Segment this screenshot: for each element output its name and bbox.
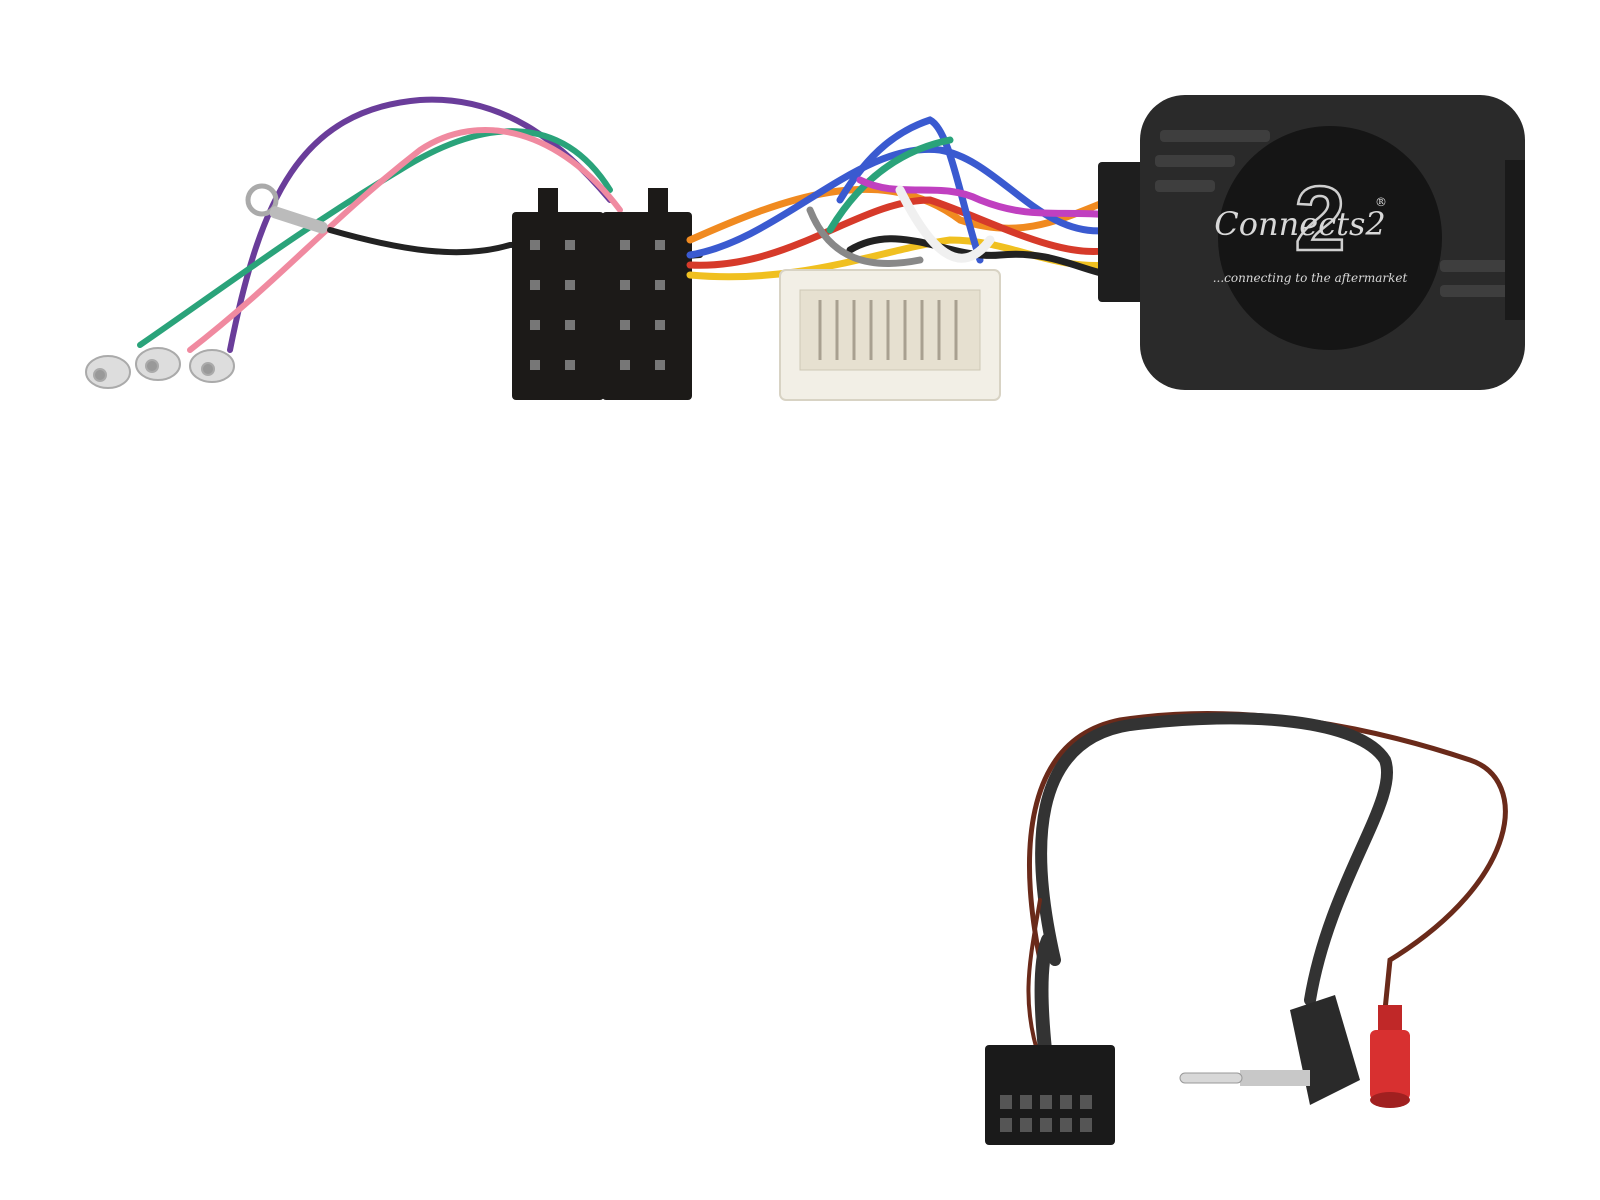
svg-text:®: ® [1375,195,1387,209]
svg-text:2: 2 [1294,168,1345,270]
jack-plug-3-5mm [1179,995,1360,1105]
multipin-plug [985,1045,1115,1145]
vehicle-connector [779,269,1001,401]
brand-logo: 2 Connects2 ® ...connecting to the after… [1213,167,1408,285]
antenna-plug [1370,1005,1410,1108]
svg-text:...connecting to the aftermark: ...connecting to the aftermarket [1213,271,1408,285]
bullet-terminals [85,347,235,389]
iso-connector [512,188,692,400]
interface-module: 2 Connects2 ® ...connecting to the after… [1098,95,1525,390]
logo-disc [1218,126,1442,350]
svg-text:Connects2: Connects2 [1214,205,1385,243]
steering-lead-harness [1026,711,1508,1062]
wire-bundle [686,116,1114,281]
ring-terminal [245,183,328,234]
